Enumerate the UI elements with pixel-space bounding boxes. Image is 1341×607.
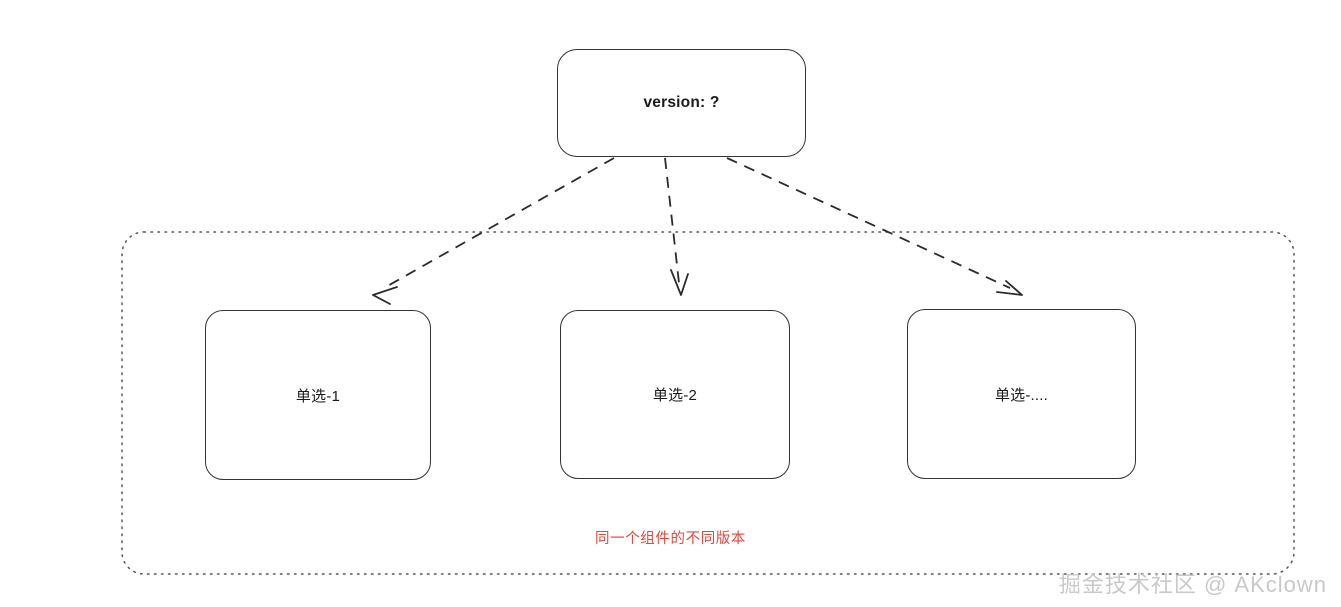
connector-to-child-3 <box>726 157 1023 296</box>
child-node-3-label: 单选-.... <box>994 386 1049 404</box>
connector-to-child-1 <box>372 157 615 305</box>
version-node[interactable]: version: ? <box>557 49 806 157</box>
connector-to-child-2 <box>664 157 689 296</box>
group-container-border <box>121 231 1295 575</box>
child-node-1[interactable]: 单选-1 <box>205 310 431 480</box>
group-caption: 同一个组件的不同版本 <box>595 531 746 547</box>
child-node-3[interactable]: 单选-.... <box>907 309 1136 479</box>
version-node-label: version: ? <box>643 94 720 111</box>
watermark-text: 掘金技术社区 @ AKclown <box>1058 572 1327 597</box>
child-node-2-label: 单选-2 <box>652 387 698 404</box>
child-node-1-label: 单选-1 <box>295 387 341 405</box>
child-node-2[interactable]: 单选-2 <box>560 310 790 479</box>
